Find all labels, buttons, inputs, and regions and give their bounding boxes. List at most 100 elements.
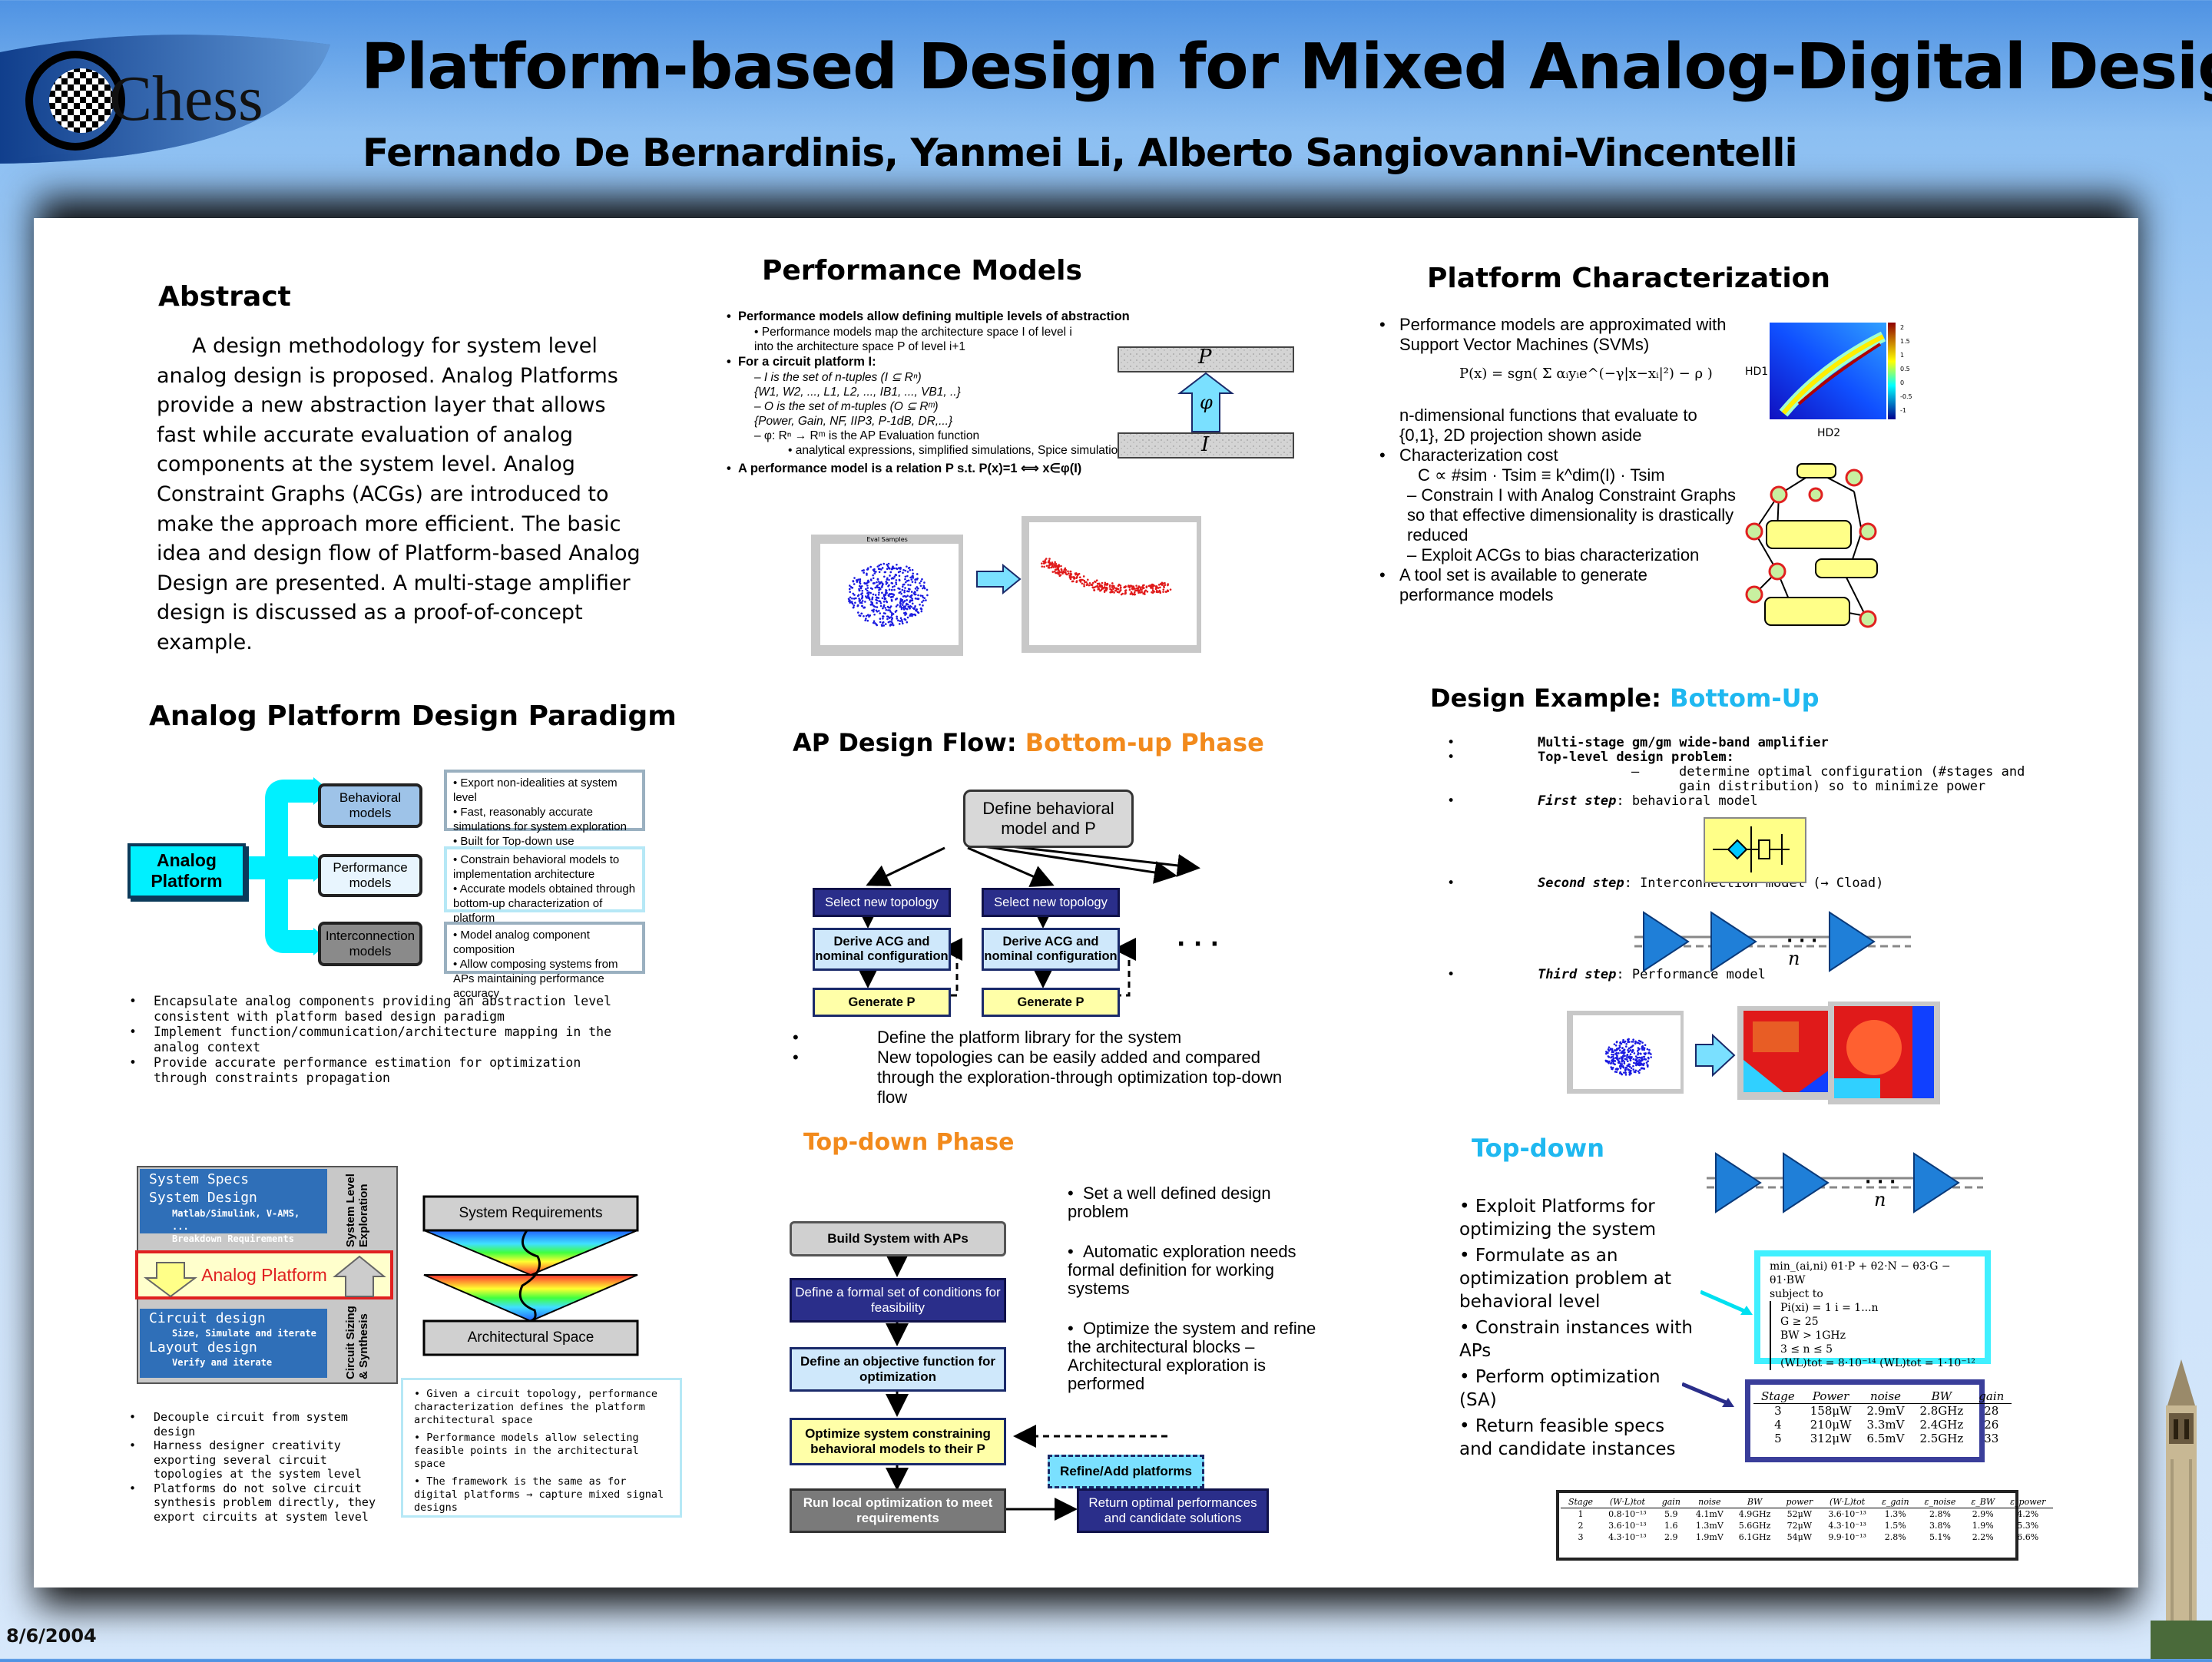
cloud-point <box>861 589 864 592</box>
cloud-point <box>1051 564 1054 568</box>
table2-cell: 52μW <box>1786 1509 1813 1519</box>
cloud-point <box>1118 583 1121 586</box>
cloud-point <box>1086 578 1089 581</box>
table2-cell: 6.6% <box>2017 1532 2039 1542</box>
cloud-point <box>885 592 887 594</box>
cloud-point <box>906 574 909 578</box>
cloud-point <box>871 609 873 612</box>
cloud-point <box>902 605 906 608</box>
cloud-point <box>1104 588 1108 591</box>
cloud-point <box>858 588 860 591</box>
performance-models-box: Performance models <box>318 854 422 897</box>
cloud-point <box>1632 1058 1635 1061</box>
cloud-point <box>885 608 888 611</box>
cloud-point <box>1624 1068 1627 1071</box>
table1-header-cell: Stage <box>1753 1389 1803 1404</box>
cloud-point <box>871 598 873 601</box>
cloud-point <box>1060 569 1063 571</box>
table1-cell: 28 <box>1984 1404 1999 1418</box>
cloud-point <box>1618 1052 1620 1054</box>
cloud-point <box>849 601 852 604</box>
behavioral-model-schematic <box>1704 817 1806 883</box>
cloud-point <box>1605 1051 1608 1053</box>
table2-cell: 1.3% <box>1884 1509 1906 1519</box>
cloud-point <box>911 614 913 617</box>
table2-header-cell: ε_noise <box>1916 1496 1964 1508</box>
cloud-point <box>1632 1064 1634 1068</box>
cloud-point <box>915 610 918 612</box>
cloud-point <box>874 594 877 597</box>
cloud-point <box>1128 586 1131 589</box>
cloud-point <box>1118 590 1121 593</box>
cloud-point <box>1159 590 1161 593</box>
cloud-point <box>1108 585 1111 588</box>
cloud-point <box>1129 593 1132 595</box>
cloud-point <box>1150 586 1153 589</box>
cloud-point <box>1119 584 1122 587</box>
cloud-point <box>903 589 906 592</box>
projected-samples-plot <box>1022 516 1201 653</box>
cloud-point <box>858 598 860 600</box>
cloud-point <box>911 599 914 602</box>
cloud-point <box>1082 575 1085 578</box>
cloud-point <box>892 593 894 595</box>
cloud-point <box>882 617 884 620</box>
cloud-point <box>882 594 886 596</box>
cloud-point <box>889 574 891 577</box>
cloud-point <box>1132 587 1134 590</box>
cloud-point <box>1634 1042 1637 1045</box>
cloud-point <box>873 608 875 611</box>
cloud-point <box>1605 1052 1608 1055</box>
cloud-point <box>1166 589 1169 592</box>
cloud-point <box>1134 593 1137 596</box>
cloud-point <box>888 617 891 619</box>
cloud-point <box>1097 583 1100 585</box>
cloud-point <box>848 588 851 591</box>
cloud-point <box>866 592 869 594</box>
cloud-point <box>1139 586 1142 588</box>
cloud-point <box>1127 585 1130 588</box>
optimization-problem: min_(ai,ni) θ1·P + θ2·N − θ3·G − θ1·BW s… <box>1754 1250 1991 1370</box>
cloud-point <box>1618 1072 1621 1074</box>
cloud-point <box>887 621 890 624</box>
cloud-point <box>1637 1041 1640 1045</box>
cloud-point <box>876 585 878 588</box>
cloud-point <box>900 618 903 621</box>
table1-cell: 4 <box>1774 1418 1782 1432</box>
cloud-point <box>926 594 929 597</box>
cloud-point <box>1637 1047 1640 1049</box>
cloud-point <box>865 617 867 620</box>
cloud-point <box>887 567 890 569</box>
table2-cell: 2.8% <box>1929 1509 1951 1519</box>
cloud-point <box>873 613 876 616</box>
table2-header-cell: ε_power <box>2002 1496 2054 1508</box>
cloud-point <box>898 574 901 578</box>
table2-header-cell: ε_gain <box>1873 1496 1917 1508</box>
table2-cell: 72μW <box>1786 1521 1813 1531</box>
cloud-point <box>1614 1044 1618 1047</box>
table2-cell: 5.6GHz <box>1738 1521 1771 1531</box>
cloud-point <box>919 604 921 606</box>
cloud-point <box>1622 1038 1624 1041</box>
cloud-point <box>866 572 868 575</box>
behavioral-models-box: Behavioral models <box>318 783 422 828</box>
cloud-point <box>1633 1061 1635 1064</box>
flow-ellipsis: · · · <box>1177 931 1220 958</box>
cloud-point <box>859 581 861 584</box>
cloud-point <box>1643 1047 1646 1049</box>
cloud-point <box>1609 1048 1612 1051</box>
cloud-point <box>1162 588 1165 591</box>
cloud-point <box>868 615 870 618</box>
cloud-point <box>902 571 904 574</box>
cloud-point <box>885 581 888 583</box>
cloud-point <box>890 621 893 623</box>
cloud-point <box>899 617 902 620</box>
cloud-point <box>890 592 892 595</box>
cloud-point <box>1048 561 1051 564</box>
cloud-point <box>882 607 884 610</box>
cloud-point <box>1619 1067 1622 1070</box>
cloud-point <box>912 572 915 575</box>
cloud-point <box>1631 1048 1634 1051</box>
